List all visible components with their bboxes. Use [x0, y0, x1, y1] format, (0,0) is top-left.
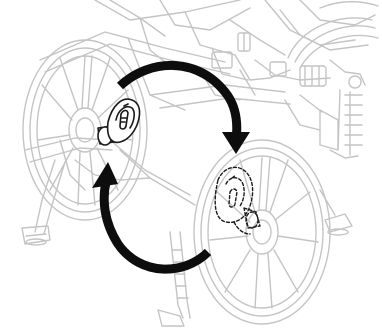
wheel-icon [194, 140, 330, 324]
wheel-hub-outline-icon [215, 167, 260, 234]
